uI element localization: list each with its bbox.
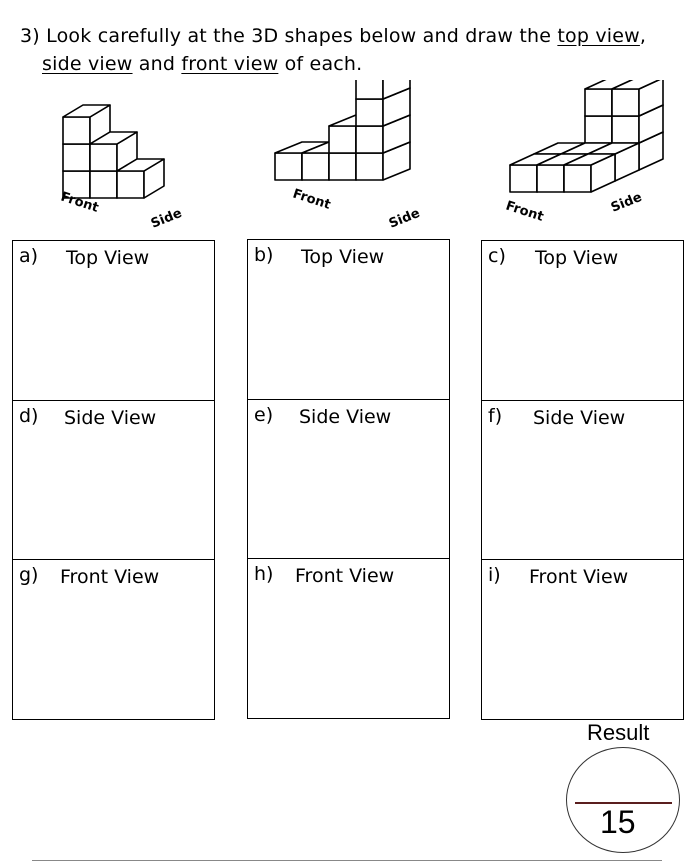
shape-c-cubes (509, 80, 664, 193)
shape-b-front-label: Front (291, 187, 333, 213)
cube-face (301, 152, 330, 181)
cube-face (584, 88, 613, 117)
result-line (575, 802, 672, 804)
cube-face (584, 115, 613, 144)
cube-face (611, 80, 661, 90)
cell-title: Side View (533, 407, 626, 429)
result-score: 15 (600, 804, 636, 840)
side-view-term: side view (42, 53, 133, 75)
question-line-1: 3) Look carefully at the 3D shapes below… (20, 22, 646, 50)
front-view-term: front view (181, 53, 279, 75)
cube-face (563, 164, 592, 193)
cube-face (638, 80, 664, 117)
answer-cell-a[interactable]: a) Top View (13, 241, 214, 401)
cell-letter: d) (19, 405, 39, 427)
cell-letter: c) (488, 245, 506, 267)
cube-face (611, 115, 640, 144)
question-text: Look carefully at the 3D shapes below an… (46, 25, 558, 47)
shape-b-cubes (274, 80, 411, 181)
cell-letter: i) (488, 564, 501, 586)
cell-letter: b) (254, 244, 274, 266)
cube-face (611, 88, 640, 117)
cube-face (328, 125, 357, 154)
cell-letter: f) (488, 405, 503, 427)
cube-face (382, 80, 411, 100)
shape-a-side-label: Side (149, 206, 184, 230)
cube-face (116, 158, 165, 172)
answer-column-2: b) Top View e) Side View h) Front View (247, 239, 450, 719)
cell-title: Side View (299, 406, 392, 428)
cell-letter: e) (254, 404, 274, 426)
question-end: of each. (278, 53, 363, 75)
cube-face (328, 152, 357, 181)
cube-face (62, 116, 91, 145)
cube-face (274, 152, 303, 181)
question-line-2: side view and front view of each. (42, 50, 362, 78)
cube-face (355, 98, 384, 127)
answer-cell-c[interactable]: c) Top View (482, 241, 683, 401)
cube-face (584, 80, 634, 90)
question-and: and (132, 53, 182, 75)
shape-b-side-label: Side (387, 206, 422, 230)
answer-cell-e[interactable]: e) Side View (248, 399, 449, 560)
answer-cell-f[interactable]: f) Side View (482, 400, 683, 561)
shape-c-side-label: Side (609, 190, 644, 216)
cube-face (536, 164, 565, 193)
cell-title: Front View (295, 565, 395, 587)
cube-face (116, 170, 145, 199)
answer-cell-b[interactable]: b) Top View (248, 240, 449, 400)
shape-a-cubes (62, 104, 165, 199)
result-circle (566, 747, 680, 853)
question-comma: , (639, 25, 647, 47)
top-view-term: top view (557, 25, 640, 47)
cube-face (89, 131, 138, 145)
cube-face (62, 143, 91, 172)
cell-letter: a) (19, 245, 39, 267)
cell-title: Top View (66, 247, 150, 269)
cube-face (563, 153, 616, 166)
cube-face (89, 170, 118, 199)
cell-letter: h) (254, 563, 274, 585)
cell-title: Top View (301, 246, 385, 268)
shape-c-front-label: Front (504, 199, 546, 225)
answer-cell-h[interactable]: h) Front View (248, 558, 449, 719)
cube-face (62, 104, 111, 118)
cube-face (89, 143, 118, 172)
cube-face (355, 80, 384, 100)
bottom-rule (32, 860, 662, 861)
cell-title: Front View (60, 566, 160, 588)
result-label: Result (587, 720, 650, 745)
cell-letter: g) (19, 564, 39, 586)
cube-face (509, 164, 538, 193)
answer-cell-g[interactable]: g) Front View (13, 559, 214, 720)
shapes-illustration: Front Side Front Side Front Side (59, 80, 664, 230)
cell-title: Front View (529, 566, 629, 588)
cell-title: Side View (64, 407, 157, 429)
cell-title: Top View (535, 247, 619, 269)
question-number: 3) (20, 25, 40, 47)
cube-face (355, 152, 384, 181)
answer-cell-d[interactable]: d) Side View (13, 400, 214, 561)
answer-column-1: a) Top View d) Side View g) Front View (12, 240, 215, 720)
cube-face (355, 125, 384, 154)
answer-column-3: c) Top View f) Side View i) Front View (481, 240, 684, 720)
answer-cell-i[interactable]: i) Front View (482, 559, 683, 720)
